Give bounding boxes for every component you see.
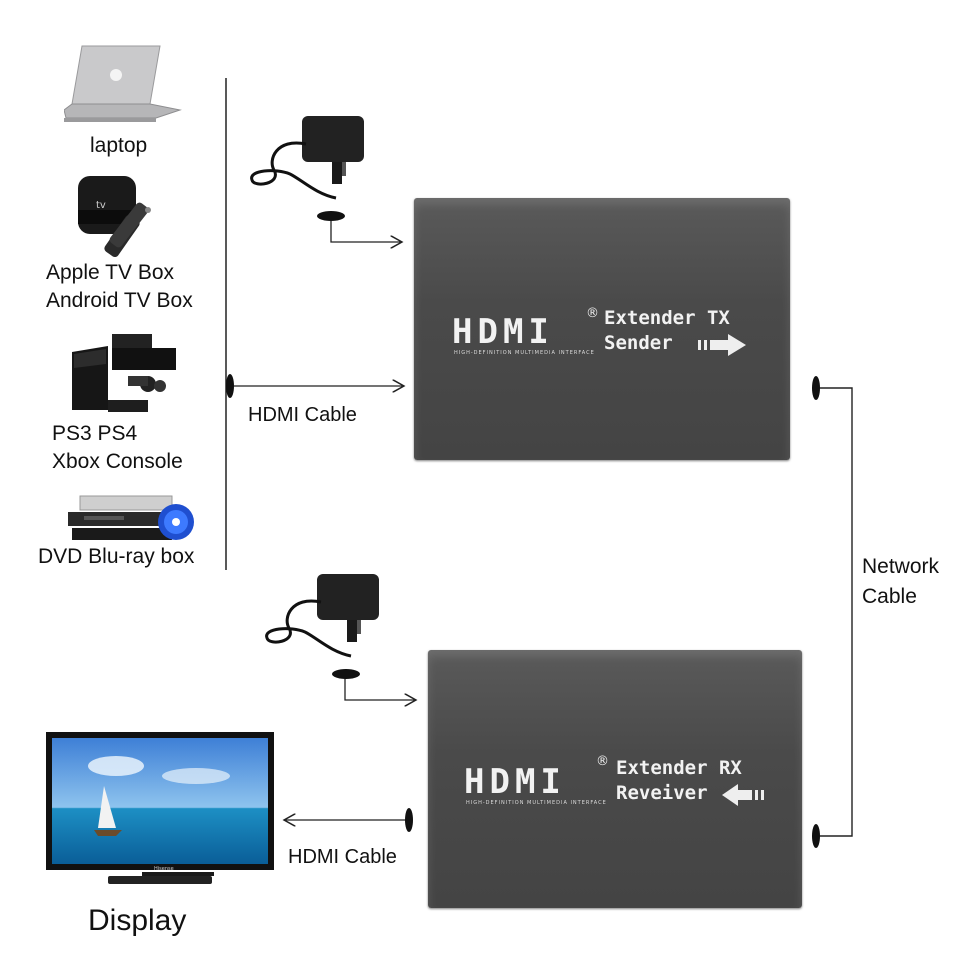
hdmi-cable-bottom-label: HDMI Cable <box>288 846 397 868</box>
hdmi-logo-tx: HDMI <box>452 312 554 352</box>
hdmi-logo-rx: HDMI <box>464 762 566 802</box>
laptop-label: laptop <box>90 134 148 157</box>
dc-plug-rx-icon <box>332 669 360 679</box>
tx-subtitle: Sender <box>604 332 673 354</box>
rx-title: Extender RX <box>616 757 742 779</box>
hdmi-cable-top-label: HDMI Cable <box>248 404 357 426</box>
laptop-icon <box>64 45 182 122</box>
console-label: PS3 PS4 Xbox Console <box>52 422 183 473</box>
power-adapter-tx-icon <box>250 116 364 200</box>
tx-title: Extender TX <box>604 307 730 329</box>
tv-display-icon <box>46 732 274 884</box>
dvd-label: DVD Blu-ray box <box>38 545 195 568</box>
rx-subtitle: Reveiver <box>616 782 708 804</box>
network-cable-line <box>817 387 853 837</box>
extender-tx-box: HDMI HIGH-DEFINITION MULTIMEDIA INTERFAC… <box>414 198 790 460</box>
hdmi-logo-sub-tx: HIGH-DEFINITION MULTIMEDIA INTERFACE <box>454 350 595 356</box>
display-label: Display <box>88 904 187 937</box>
network-plug-rx-icon <box>812 824 820 848</box>
hdmi-logo-sub-rx: HIGH-DEFINITION MULTIMEDIA INTERFACE <box>466 800 607 806</box>
tv-brand-label: Hisense <box>154 866 174 872</box>
dvd-player-icon <box>68 495 194 540</box>
hdmi-plug-rx-icon <box>405 808 413 832</box>
game-console-icon <box>72 334 176 412</box>
power-line-rx <box>344 678 416 700</box>
network-cable-label: Network Cable <box>862 555 940 608</box>
extender-rx-box: HDMI HIGH-DEFINITION MULTIMEDIA INTERFAC… <box>428 650 802 908</box>
arrow-left-icon <box>722 784 764 806</box>
apple-tv-icon: tv <box>78 176 151 258</box>
arrow-right-icon <box>698 334 746 356</box>
apple-tv-label: Apple TV Box Android TV Box <box>46 261 193 312</box>
svg-text:tv: tv <box>96 200 106 211</box>
registered-mark-rx: ® <box>596 754 609 769</box>
power-adapter-rx-icon <box>265 574 379 658</box>
network-plug-tx-icon <box>812 376 820 400</box>
registered-mark-tx: ® <box>586 306 599 321</box>
power-line-tx <box>330 220 402 242</box>
hdmi-plug-left-icon <box>226 374 234 398</box>
dc-plug-tx-icon <box>317 211 345 221</box>
